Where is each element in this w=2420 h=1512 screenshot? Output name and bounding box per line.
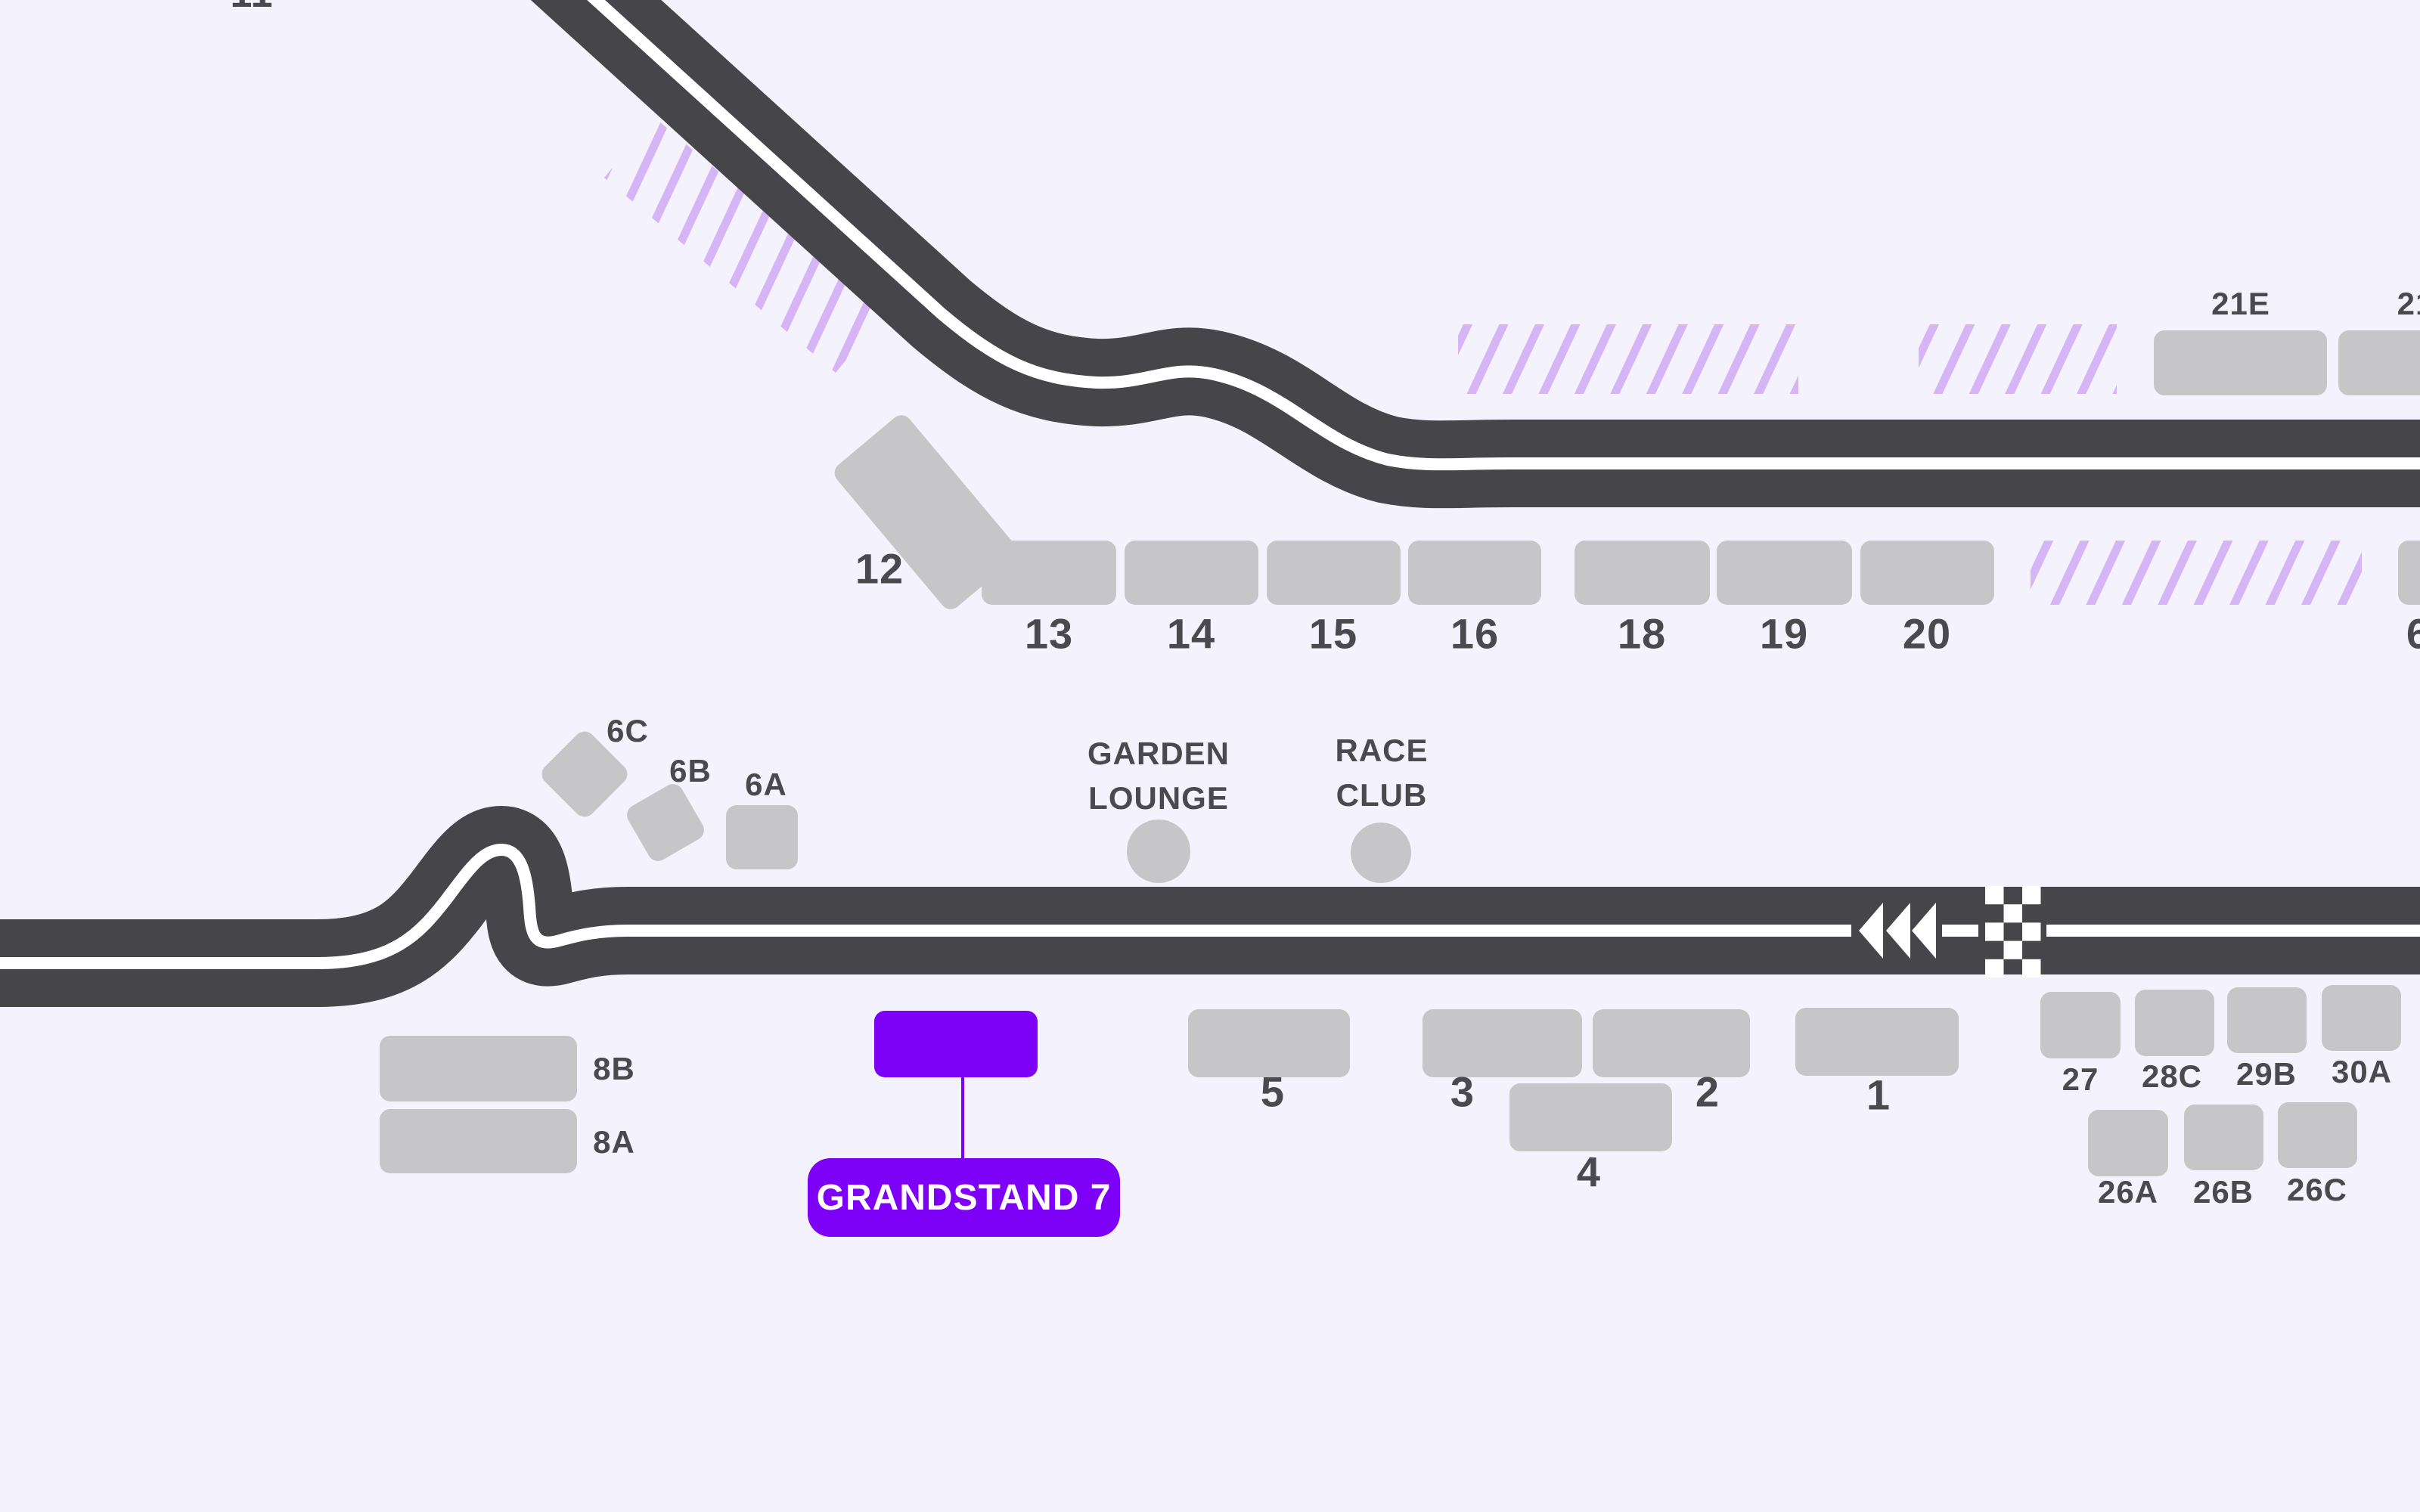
grandstand-block-16[interactable] [1408,541,1541,605]
grandstand-label-14: 14 [1166,609,1216,658]
grandstand-block-2[interactable] [1593,1009,1750,1077]
grandstand-label-row-partial: 6 [2406,609,2420,658]
grandstand-label-19: 19 [1759,609,1809,658]
grandstand-block-8B[interactable] [380,1036,577,1101]
grandstand-block-19[interactable] [1717,541,1852,605]
grandstand-block-7[interactable] [874,1011,1038,1077]
grandstand-block-8A[interactable] [380,1109,577,1173]
grandstand-label-6B: 6B [669,753,712,789]
grandstand-label-2: 2 [1695,1067,1720,1116]
selected-grandstand-connector [961,1077,964,1158]
grandstand-label-28C: 28C [2141,1058,2203,1094]
track-upper-centerline [587,0,2420,471]
grandstand-block-14[interactable] [1125,541,1258,605]
grandstand-block-row-partial[interactable] [2398,541,2420,605]
selected-grandstand-callout[interactable]: GRANDSTAND 7 [808,1158,1120,1237]
grandstand-label-6C: 6C [607,713,649,748]
grandstand-label-1: 1 [1866,1070,1891,1119]
grandstand-label-27: 27 [2062,1061,2099,1097]
garden-lounge-label-line1: GARDEN [1087,736,1230,771]
grandstand-label-3: 3 [1450,1067,1475,1116]
grandstand-block-1[interactable] [1795,1008,1959,1076]
grandstand-block-21E[interactable] [2154,330,2327,395]
grandstand-label-26B: 26B [2192,1174,2254,1210]
grandstand-label-26A: 26A [2097,1174,2159,1210]
track-lower-centerline [0,843,1851,969]
grandstand-label-18: 18 [1617,609,1667,658]
grandstand-label-29B: 29B [2235,1056,2297,1092]
grandstand-label-13: 13 [1024,609,1074,658]
race-club-marker[interactable] [1351,823,1411,883]
selected-grandstand-label: GRANDSTAND 7 [816,1177,1112,1218]
hatch-zone-diagonal [604,117,886,373]
grandstand-label-30A: 30A [2331,1054,2393,1089]
track-upper-road [530,0,2420,509]
grandstand-label-5: 5 [1260,1067,1286,1116]
garden-lounge-marker[interactable] [1127,820,1190,883]
grandstand-block-3[interactable] [1423,1009,1582,1077]
race-club-label-line1: RACE [1335,733,1429,768]
grandstand-label-15: 15 [1308,609,1358,658]
grandstand-label-6A: 6A [745,767,787,802]
grandstand-block-30A[interactable] [2322,985,2401,1051]
grandstand-label-16: 16 [1450,609,1500,658]
track-label-11: 11 [231,0,274,17]
grandstand-block-4[interactable] [1509,1083,1672,1151]
grandstand-label-21-partial: 21 [2397,286,2420,321]
grandstand-label-26C: 26C [2286,1172,2348,1207]
race-direction-arrows-icon [1859,903,1936,959]
grandstand-block-28C[interactable] [2135,990,2214,1056]
grandstand-block-21-partial[interactable] [2338,330,2420,395]
hatch-zone-mid-left [1458,324,1798,394]
grandstand-block-26A[interactable] [2088,1110,2168,1176]
grandstand-block-29B[interactable] [2227,987,2307,1053]
grandstand-block-18[interactable] [1575,541,1710,605]
grandstand-block-6A[interactable] [726,805,798,869]
hatch-zone-mid-right [1919,324,2117,394]
finish-line-checkered-icon [1985,886,2041,978]
track-lower-road [0,806,2420,1007]
grandstand-label-20: 20 [1902,609,1952,658]
grandstand-block-27[interactable] [2040,992,2121,1058]
grandstand-label-21E: 21E [2211,286,2270,321]
grandstand-label-8A: 8A [593,1124,635,1160]
grandstand-label-8B: 8B [593,1051,635,1086]
grandstand-block-20[interactable] [1860,541,1994,605]
race-club-label-line2: CLUB [1336,777,1428,813]
grandstand-label-12: 12 [855,544,904,593]
grandstand-label-4: 4 [1576,1148,1602,1196]
garden-lounge-label-line2: LOUNGE [1088,780,1229,816]
hatch-zone-row-right [2031,541,2362,605]
grandstand-block-26C[interactable] [2278,1102,2357,1168]
grandstand-block-15[interactable] [1267,541,1401,605]
grandstand-block-5[interactable] [1188,1009,1350,1077]
grandstand-block-26B[interactable] [2184,1105,2263,1170]
grandstand-block-13[interactable] [982,541,1116,605]
